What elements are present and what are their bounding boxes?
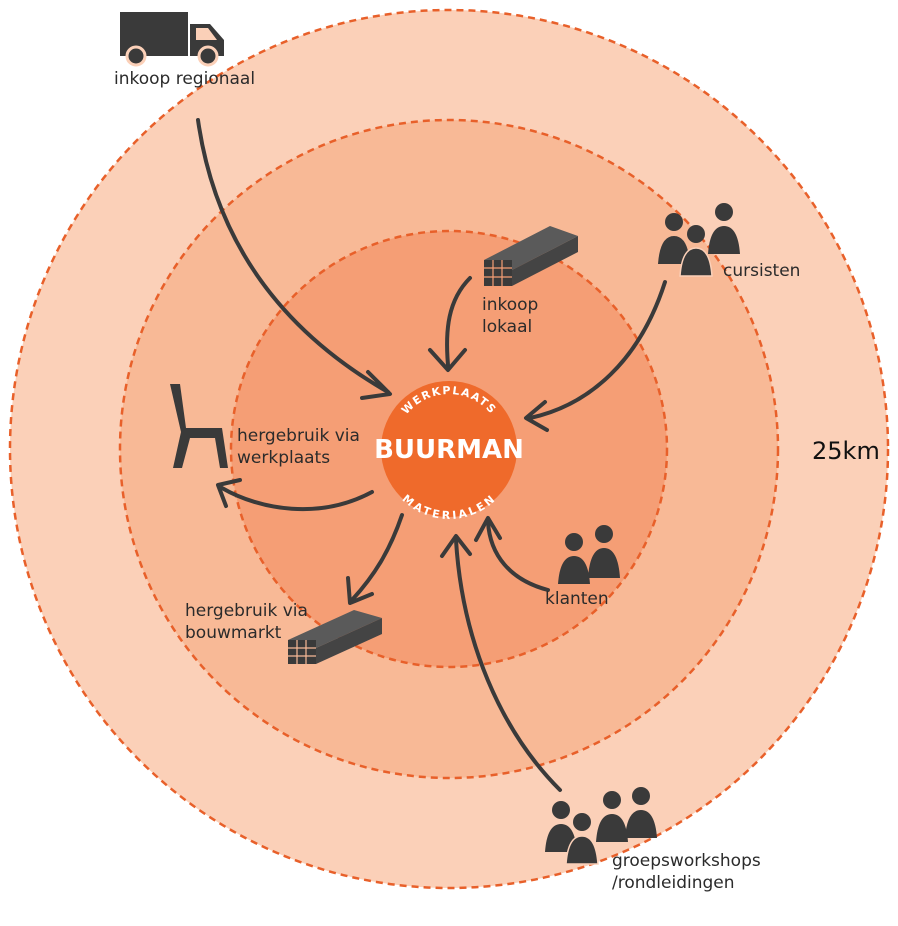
people-group-icon-klanten: [558, 525, 620, 584]
distance-label: 25km: [812, 437, 880, 465]
lumber-stack-icon: [484, 226, 578, 286]
label-hergebruik-werkplaats-line2: werkplaats: [237, 448, 331, 468]
arrow-cursisten: [524, 280, 667, 432]
label-hergebruik-bouwmarkt-line2: bouwmarkt: [185, 623, 282, 643]
buurman-logo: WERKPLAATS BUURMAN MATERIALEN: [374, 381, 524, 522]
arrow-klanten: [474, 516, 550, 592]
arrow-inkoop-regionaal: [196, 118, 392, 400]
arrow-inkoop-lokaal: [428, 276, 472, 372]
label-inkoop-lokaal: inkoop lokaal: [482, 294, 538, 338]
people-group-icon-groepsworkshops: [545, 787, 657, 865]
truck-icon: [120, 12, 224, 67]
people-group-icon-cursisten: [658, 203, 740, 277]
label-groepsworkshops-line1: groepsworkshops: [612, 851, 761, 871]
label-hergebruik-bouwmarkt: hergebruik via bouwmarkt: [185, 600, 308, 644]
chair-icon: [170, 384, 228, 468]
label-klanten: klanten: [545, 589, 609, 609]
arrow-groepsworkshops: [440, 534, 562, 792]
arrow-hergebruik-werkplaats: [216, 478, 374, 512]
arrow-hergebruik-bouwmarkt: [346, 513, 404, 605]
label-cursisten: cursisten: [723, 261, 801, 281]
label-groepsworkshops-line2: /rondleidingen: [612, 873, 735, 893]
lumber-stack-icon-bouwmarkt: [288, 610, 382, 664]
label-inkoop-regionaal: inkoop regionaal: [114, 69, 256, 89]
label-inkoop-lokaal-line1: inkoop: [482, 295, 539, 315]
label-inkoop-lokaal-line2: lokaal: [482, 317, 533, 337]
label-hergebruik-werkplaats: hergebruik via werkplaats: [237, 425, 360, 469]
label-groepsworkshops: groepsworkshops /rondleidingen: [612, 850, 761, 894]
label-hergebruik-bouwmarkt-line1: hergebruik via: [185, 601, 308, 621]
logo-name: BUURMAN: [374, 435, 524, 465]
label-hergebruik-werkplaats-line1: hergebruik via: [237, 426, 360, 446]
